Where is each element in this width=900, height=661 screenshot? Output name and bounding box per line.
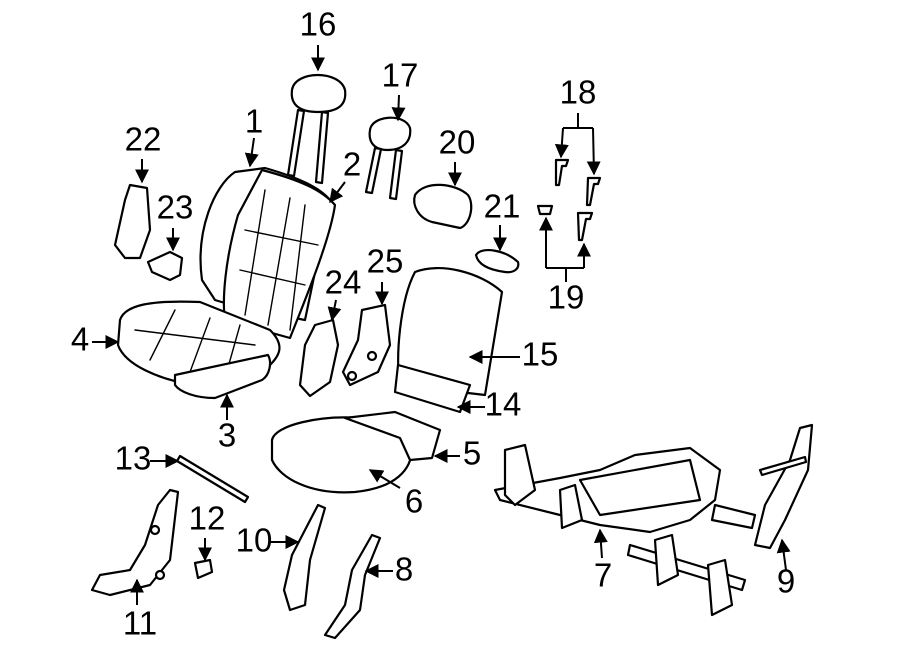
callout-3: 3 — [218, 417, 236, 454]
hinge-8 — [323, 533, 382, 640]
callout-22: 22 — [125, 121, 162, 158]
callout-23: 23 — [157, 189, 194, 226]
callout-10: 10 — [236, 522, 273, 559]
bolts-18 — [554, 158, 602, 207]
callout-13: 13 — [115, 440, 152, 477]
callout-11: 11 — [123, 605, 157, 642]
callout-1: 1 — [245, 103, 263, 140]
trim-bracket-23 — [146, 250, 184, 282]
callout-7: 7 — [594, 557, 612, 594]
trim-bracket-22 — [113, 183, 152, 260]
clip-12 — [193, 558, 214, 580]
callout-5: 5 — [463, 435, 481, 472]
callout-18: 18 — [560, 74, 597, 111]
callout-21: 21 — [484, 188, 521, 225]
callout-25: 25 — [367, 243, 404, 280]
headrest-outer — [286, 73, 347, 185]
callout-15: 15 — [522, 336, 559, 373]
leader-lines — [92, 45, 791, 605]
armrest — [413, 183, 473, 230]
callout-8: 8 — [395, 551, 413, 588]
callout-12: 12 — [189, 500, 226, 537]
callout-17: 17 — [382, 57, 419, 94]
side-cover-25 — [341, 303, 392, 387]
callout-19: 19 — [548, 279, 585, 316]
seat-back-cover — [222, 168, 337, 340]
callout-6: 6 — [405, 483, 423, 520]
headrest-center — [364, 116, 412, 201]
callout-4: 4 — [71, 321, 89, 358]
callout-24: 24 — [325, 264, 362, 301]
callout-20: 20 — [439, 124, 476, 161]
callout-16: 16 — [300, 6, 337, 43]
bolts-19 — [536, 204, 594, 242]
cupholder-insert — [474, 249, 520, 274]
callout-2: 2 — [343, 146, 361, 183]
rod-13 — [175, 454, 250, 504]
track-assembly — [493, 443, 757, 617]
callout-14: 14 — [485, 386, 522, 423]
side-cover-24 — [298, 318, 340, 398]
side-panel-9 — [753, 423, 814, 550]
hinge-10 — [282, 503, 327, 612]
callout-9: 9 — [777, 563, 795, 600]
cushion-frame — [173, 353, 272, 400]
cushion-bracket — [343, 410, 442, 462]
callout-labels: 1 2 3 4 5 6 7 8 9 10 11 12 13 14 15 16 1… — [71, 6, 795, 642]
recliner-11 — [90, 488, 180, 597]
